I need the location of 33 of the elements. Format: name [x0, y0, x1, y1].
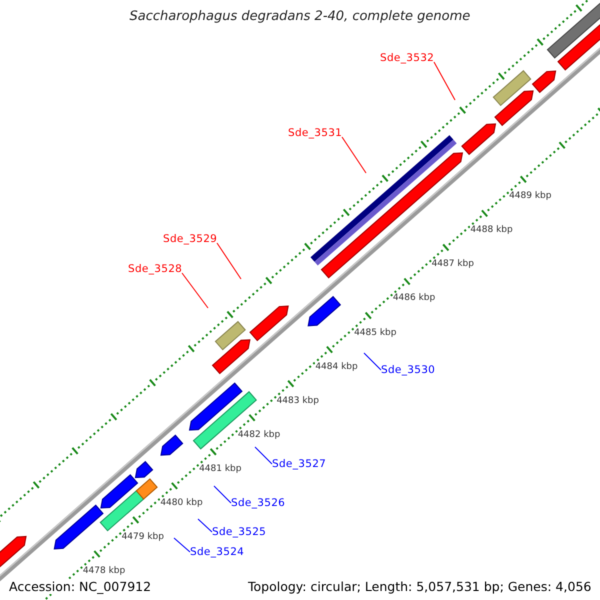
leader-line [342, 136, 366, 174]
leader-line [198, 518, 212, 532]
accession-text: Accession: NC_007912 [9, 579, 152, 594]
position-label: 4485 kbp [354, 328, 396, 338]
gene-label: Sde_3525 [212, 526, 266, 538]
gene-label: Sde_3530 [381, 364, 436, 376]
position-label: 4483 kbp [276, 396, 319, 406]
gene-label: Sde_3527 [272, 458, 326, 470]
leader-line [364, 352, 382, 370]
gene-label: Sde_3529 [163, 233, 218, 245]
leader-line [214, 486, 232, 504]
gene-label: Sde_3526 [231, 497, 286, 509]
gene-label: Sde_3528 [128, 263, 182, 275]
position-label: 4480 kbp [160, 498, 203, 508]
leader-line [254, 446, 272, 464]
position-label: 4489 kbp [509, 191, 552, 202]
position-label: 4481 kbp [199, 464, 242, 474]
leader-line [182, 272, 208, 308]
position-label: 4482 kbp [238, 430, 280, 440]
gene-label: Sde_3532 [380, 52, 434, 64]
position-label: 4486 kbp [392, 293, 436, 304]
position-label: 4487 kbp [432, 259, 474, 270]
title: Saccharophagus degradans 2-40, complete genome [130, 9, 470, 24]
position-label: 4478 kbp [82, 566, 126, 576]
gene-label: Sde_3524 [190, 546, 244, 558]
gene-label: Sde_3531 [288, 127, 342, 139]
position-label: 4479 kbp [122, 532, 164, 542]
position-label: 4488 kbp [470, 225, 513, 236]
leader-line [216, 242, 242, 280]
position-label: 4484 kbp [315, 362, 358, 372]
leader-line [434, 62, 456, 100]
genome-info-text: Topology: circular; Length: 5,057,531 bp; Genes: 4,056 [248, 579, 592, 594]
leader-line [174, 538, 190, 552]
